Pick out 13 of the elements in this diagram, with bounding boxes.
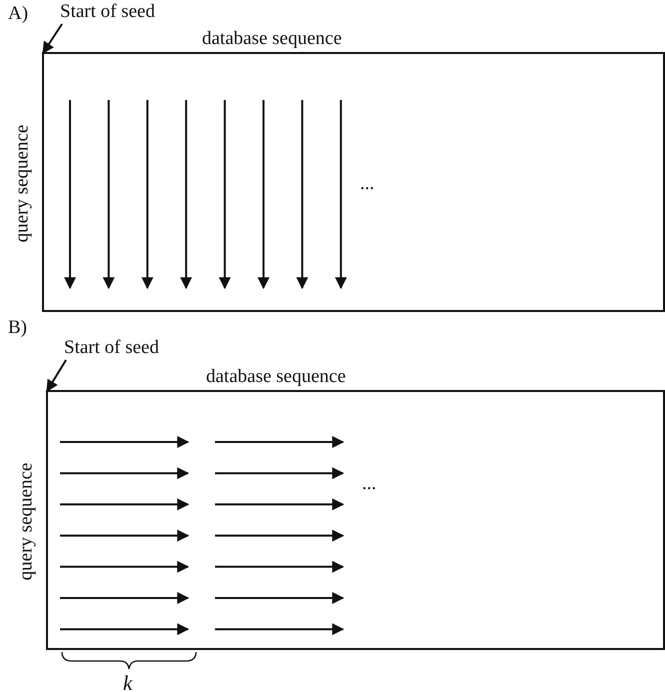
panel-label: A) [8, 4, 28, 23]
panel-label: B) [8, 318, 27, 337]
leader-arrow [46, 359, 67, 392]
brace-label: k [123, 673, 132, 692]
annotation-text: Start of seed [64, 338, 159, 359]
panel-label: ... [362, 474, 376, 493]
axis-title: query sequence [12, 124, 32, 244]
annotation-text: Start of seed [60, 2, 155, 23]
axis-title: database sequence [202, 29, 342, 50]
panel-label: ... [360, 174, 374, 193]
axis-title: database sequence [206, 367, 346, 388]
axis-title: query sequence [16, 462, 36, 582]
leader-arrow [42, 23, 63, 54]
